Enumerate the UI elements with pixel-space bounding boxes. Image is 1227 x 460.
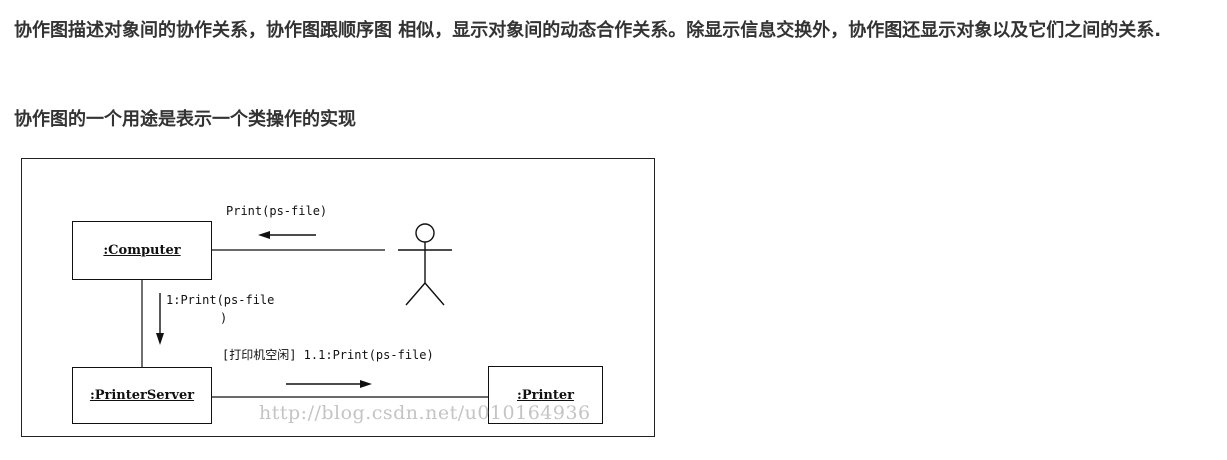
intro-paragraph: 协作图描述对象间的协作关系，协作图跟顺序图 相似，显示对象间的动态合作关系。除显… xyxy=(14,20,1162,41)
message-label-step-1: 1:Print(ps-file xyxy=(166,293,275,307)
actor-stick-figure-icon xyxy=(398,223,452,306)
message-label-step-1-close: ) xyxy=(220,311,228,325)
message-arrow-down-icon xyxy=(156,293,164,345)
message-arrow-right-icon xyxy=(286,380,372,388)
collaboration-diagram-figure: :Computer :PrinterServer :Printer Print(… xyxy=(21,158,655,437)
message-label-step-1-1: [打印机空闲] 1.1:Print(ps-file) xyxy=(222,348,434,362)
object-computer: :Computer xyxy=(72,221,212,280)
diagram-connectors xyxy=(141,223,488,398)
watermark-text: http://blog.csdn.net/u010164936 xyxy=(259,402,591,424)
object-printer-server: :PrinterServer xyxy=(72,367,212,424)
message-label-print: Print(ps-file) xyxy=(226,204,328,218)
usage-paragraph: 协作图的一个用途是表示一个类操作的实现 xyxy=(14,109,356,130)
object-printer: :Printer xyxy=(488,366,603,424)
message-arrow-left-icon xyxy=(258,231,316,239)
